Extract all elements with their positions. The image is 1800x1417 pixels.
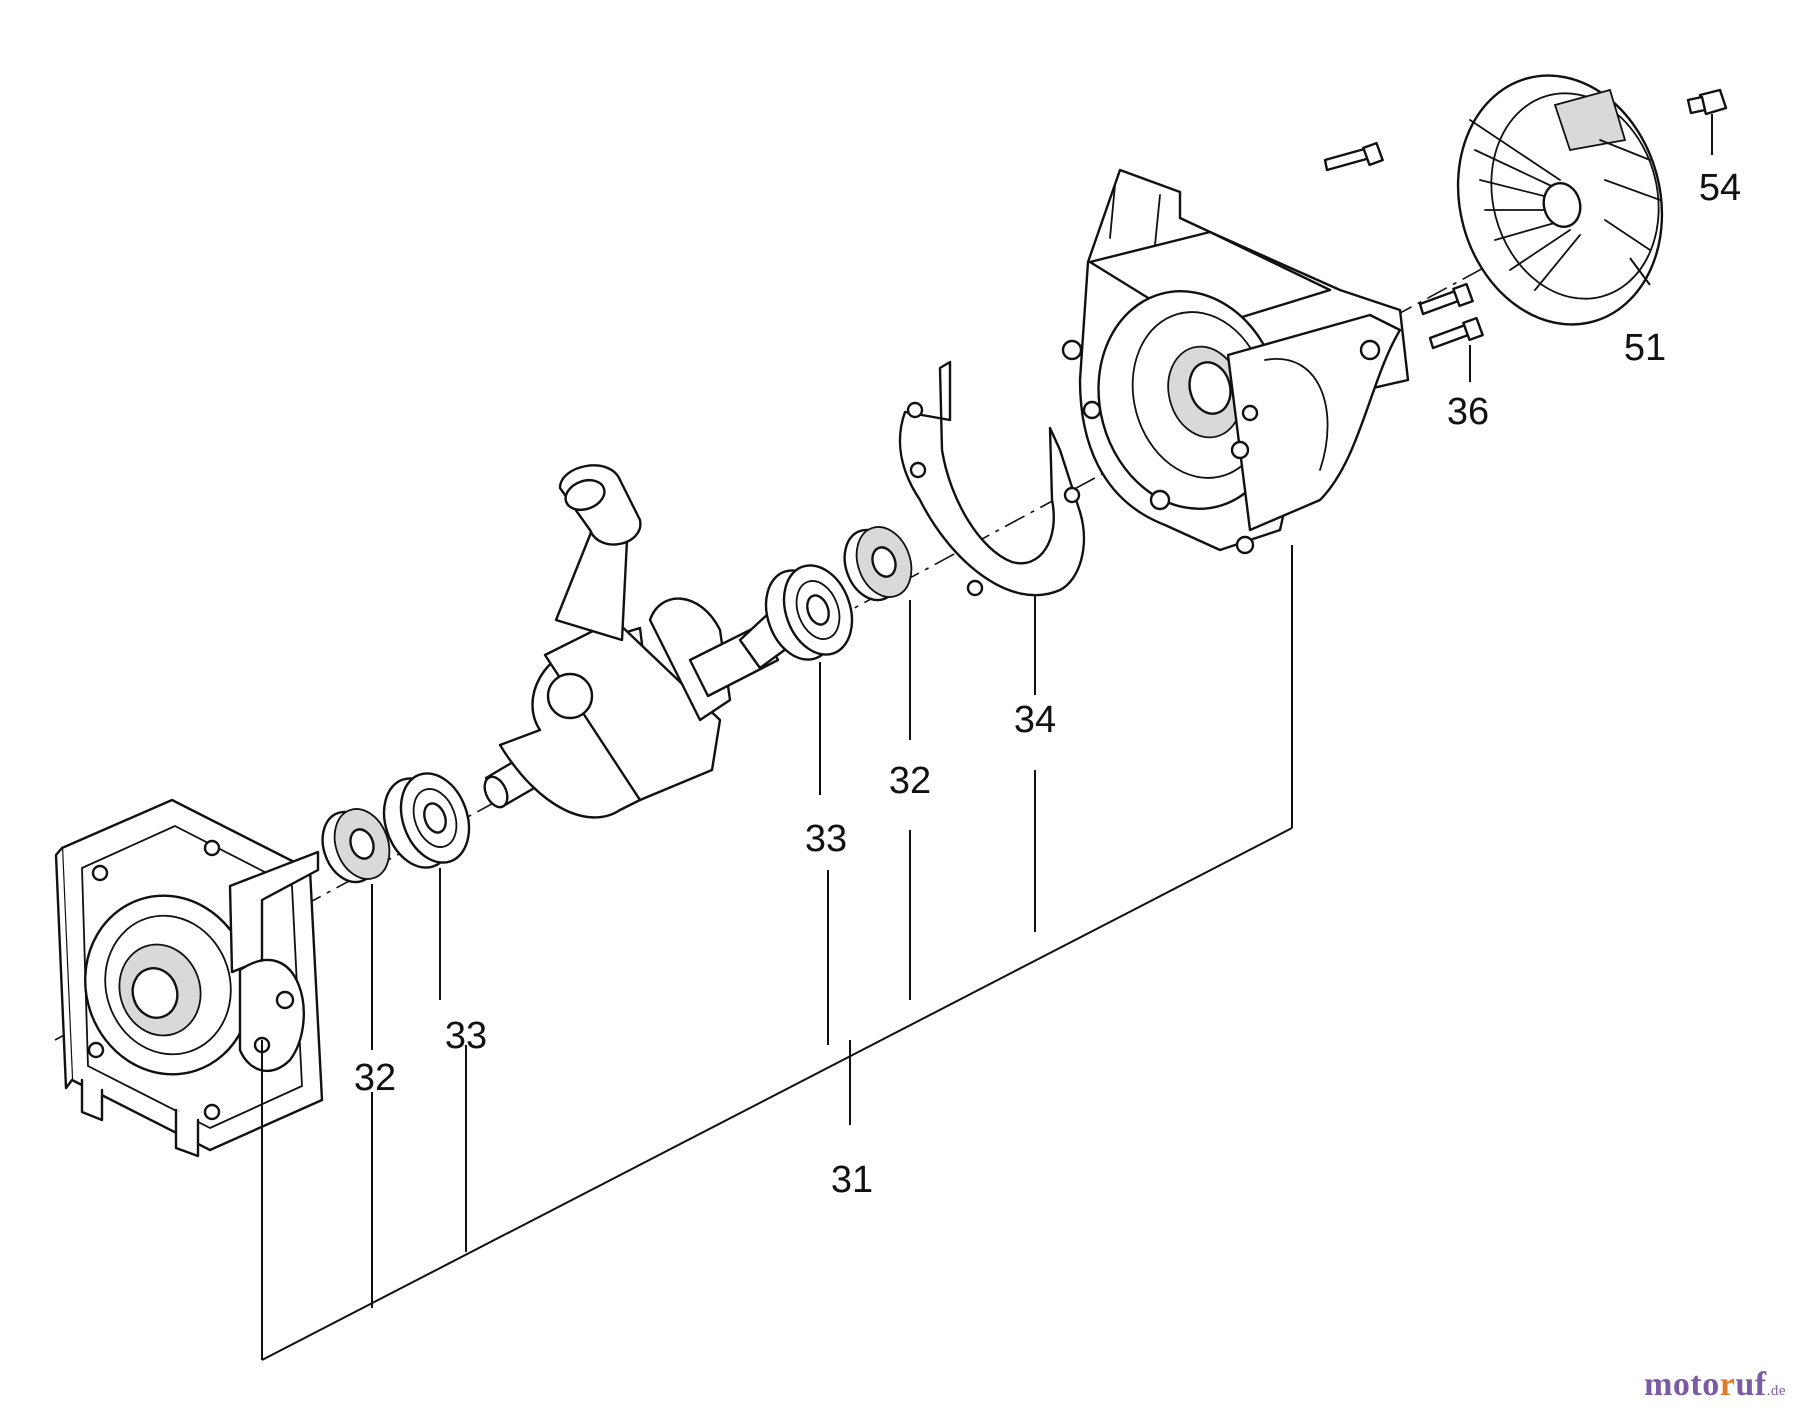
watermark-tld: .de	[1766, 1383, 1786, 1399]
leader-lines	[261, 114, 1713, 1361]
callout-34: 34	[1014, 699, 1056, 741]
flywheel-nut	[1686, 88, 1728, 116]
flywheel	[1456, 74, 1664, 326]
callout-31: 31	[831, 1159, 873, 1201]
callout-32-right: 32	[889, 760, 931, 802]
oil-seal-right	[843, 526, 913, 602]
callout-36: 36	[1447, 391, 1489, 433]
crankshaft-assembly	[483, 464, 792, 819]
crankcase-left-half	[54, 798, 324, 1158]
motoruf-watermark-logo: motoruf.de	[1644, 1365, 1786, 1411]
callout-33-right: 33	[805, 818, 847, 860]
callout-32-left: 32	[354, 1057, 396, 1099]
watermark-part3: uf	[1735, 1366, 1767, 1403]
bearing-left	[382, 772, 471, 869]
oil-seal-left	[321, 808, 391, 884]
crankcase-right-half	[1061, 168, 1410, 555]
crankcase-gasket	[898, 360, 1086, 597]
callout-54: 54	[1699, 167, 1741, 209]
watermark-part2: r	[1719, 1366, 1736, 1403]
watermark-part1: moto	[1644, 1366, 1720, 1403]
crankcase-screws	[1323, 141, 1484, 350]
callout-51: 51	[1624, 327, 1666, 369]
bearing-right	[764, 564, 854, 661]
callout-33-left: 33	[445, 1015, 487, 1057]
